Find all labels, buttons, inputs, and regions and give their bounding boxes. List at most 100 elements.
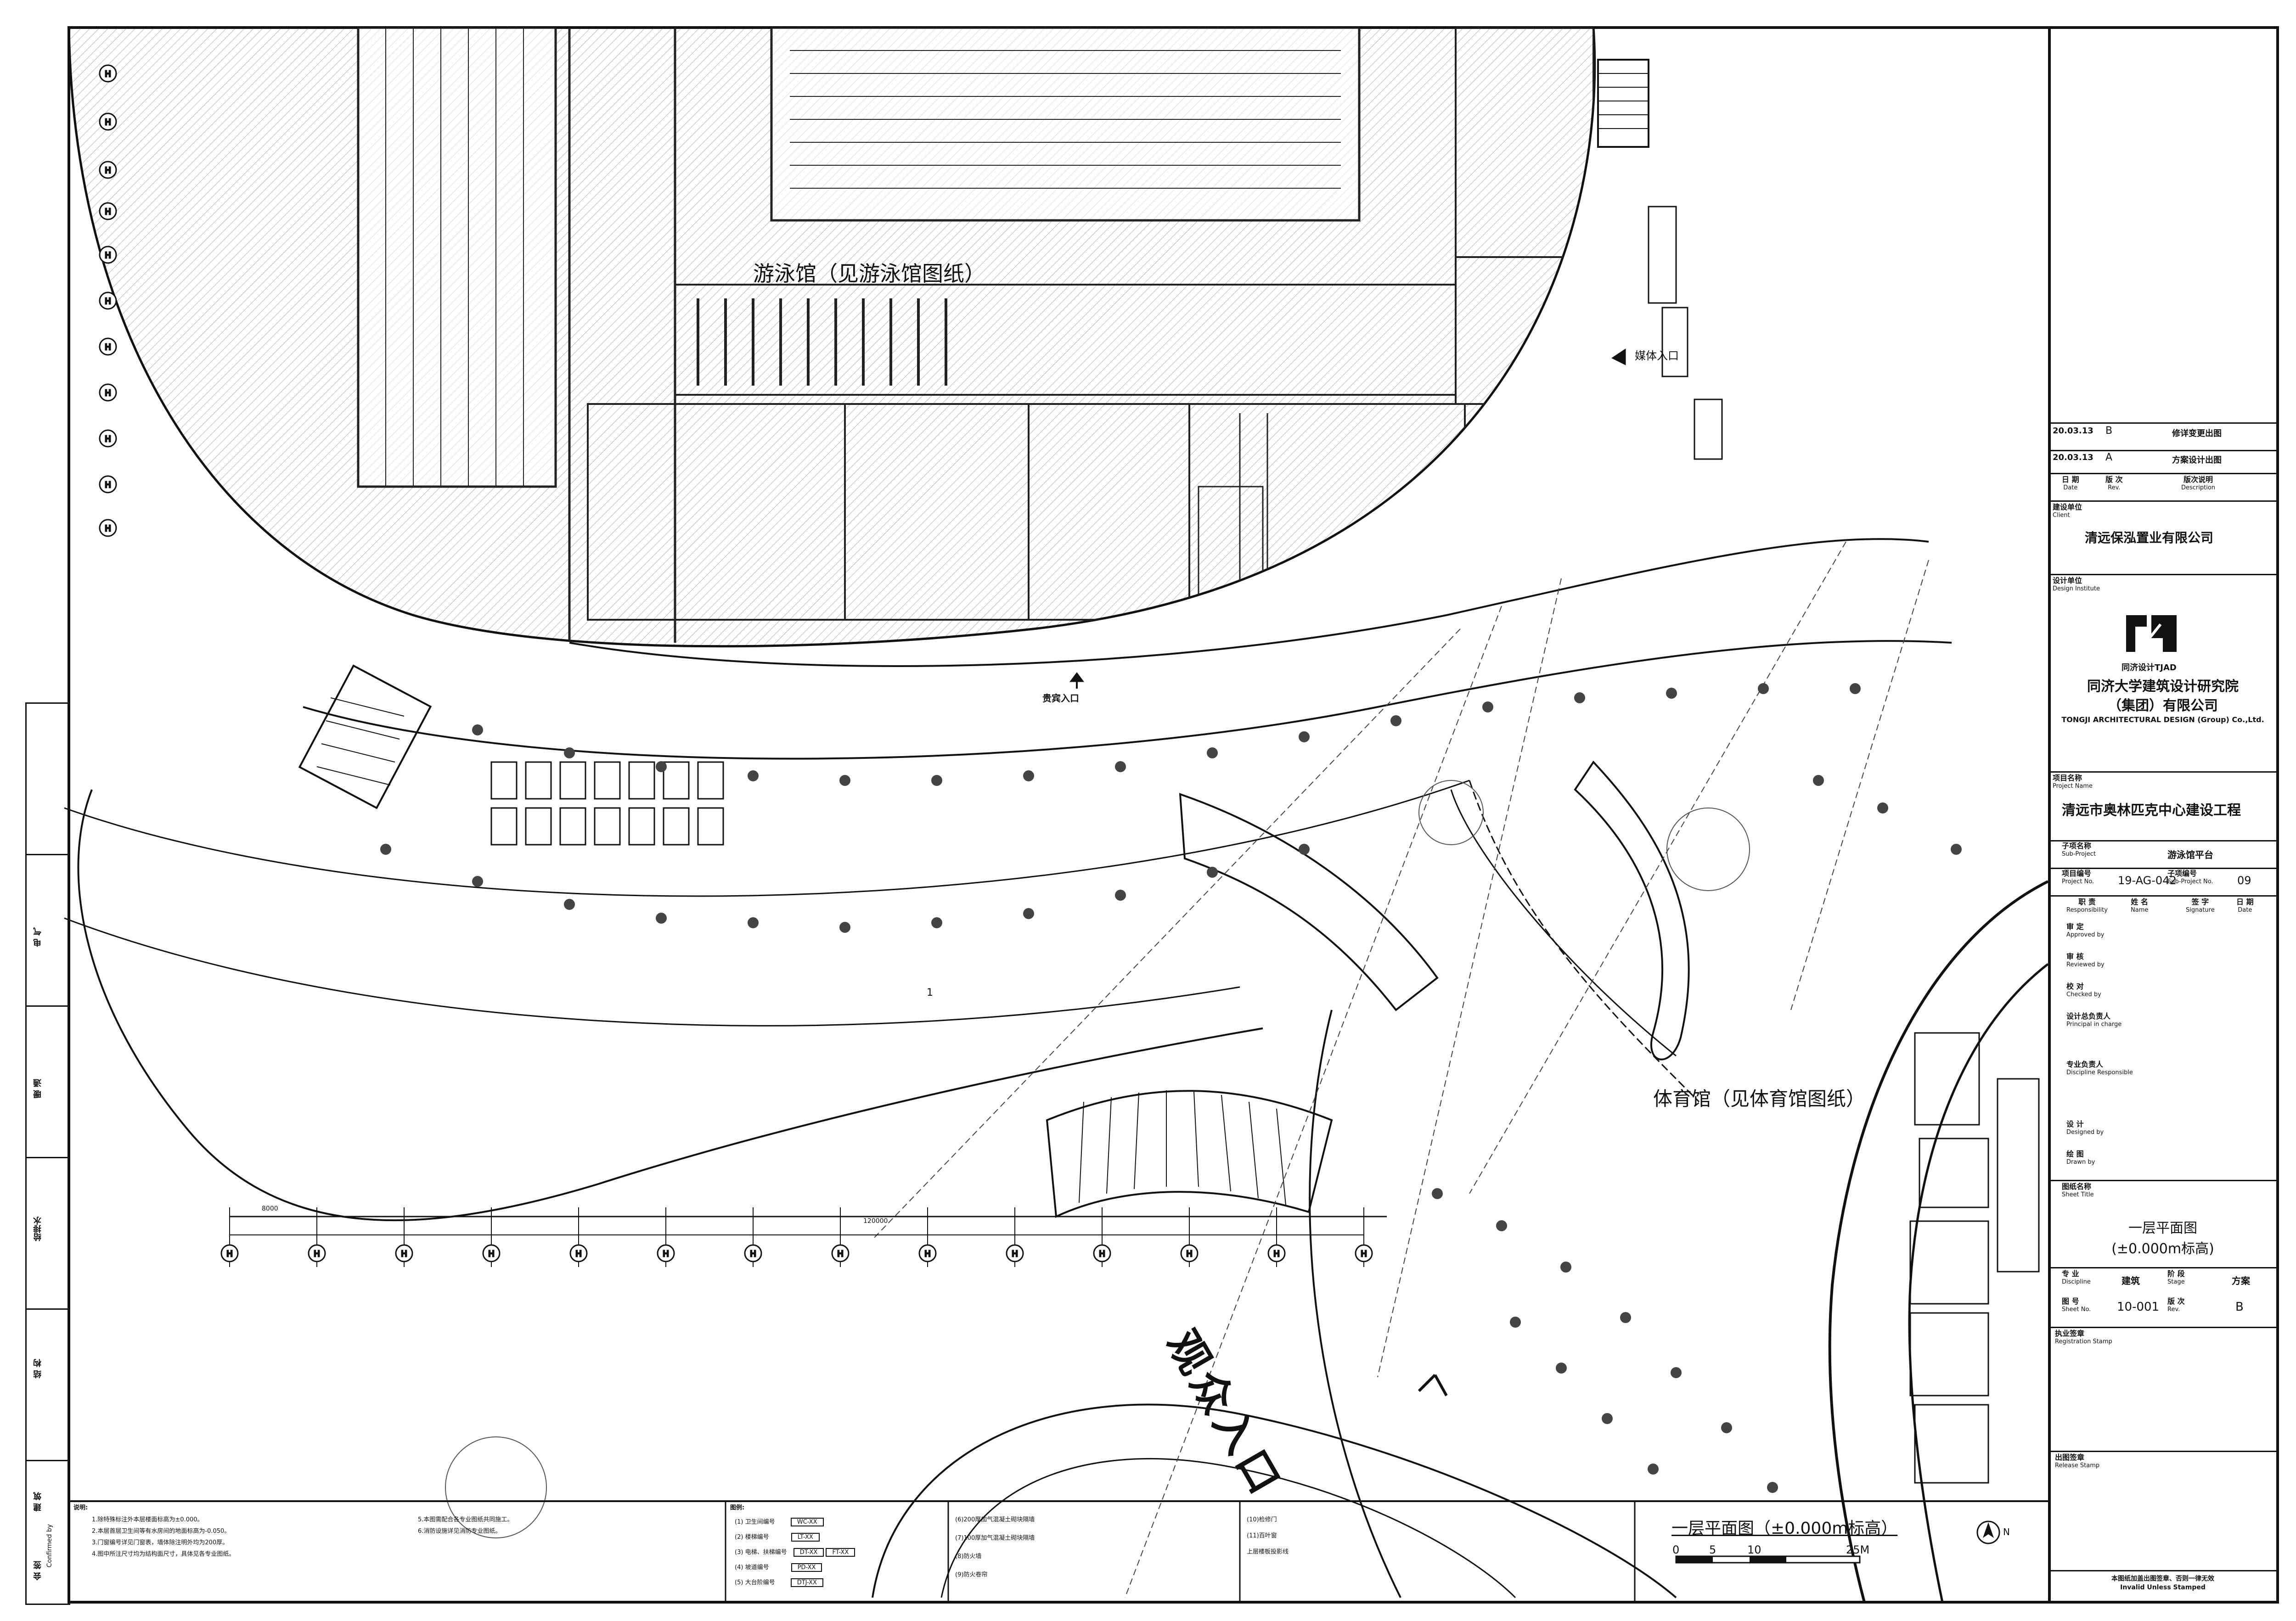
discipline-value: 建筑 — [2122, 1275, 2140, 1286]
tb-divider — [2048, 450, 2278, 451]
grid-axis-label: H — [105, 251, 111, 260]
scale-bar — [1675, 1520, 2000, 1564]
trees — [445, 780, 1750, 1538]
grid-axis-label: H — [105, 524, 111, 533]
tb-divider — [2048, 473, 2278, 474]
signoff-architecture: 建 筑 — [33, 1492, 43, 1512]
radial-lines — [872, 541, 1929, 1598]
grid-axis-label: H — [837, 1249, 844, 1259]
grid-axis-label: H — [924, 1249, 931, 1259]
span-dimension: 8000 — [262, 1205, 278, 1212]
signoff-hvac: 暖 通 — [33, 1079, 43, 1099]
institute-name-2: （集团）有限公司 — [2108, 698, 2218, 714]
legend-row-1: (1) 卫生间编号 WC-XX — [735, 1517, 824, 1527]
notes-frame — [69, 1500, 2048, 1602]
note-3: 3.门窗编号详见门窗表，墙体除注明外均为200厚。 — [92, 1539, 229, 1546]
signoff-electrical: 电 气 — [33, 927, 43, 947]
section-mark: 1 — [927, 987, 933, 998]
gym-building — [1828, 880, 2049, 1603]
signoff-column — [25, 702, 70, 1605]
client-name: 清远保泓置业有限公司 — [2085, 530, 2214, 545]
legend-right-1: (10)检修门 — [1247, 1516, 1277, 1523]
grid-axis-label: H — [1099, 1249, 1105, 1259]
sheet-title-1: 一层平面图 — [2128, 1220, 2197, 1236]
signoff-divider — [25, 1308, 69, 1310]
grid-axis-label: H — [1361, 1249, 1367, 1259]
signoff-divider — [25, 1460, 69, 1461]
signoff-divider — [25, 854, 69, 855]
grid-axis-label: H — [1273, 1249, 1280, 1259]
grid-axis-label: H — [226, 1249, 233, 1259]
grid-axis-label: H — [105, 297, 111, 306]
scale-tick-0: 0 — [1672, 1543, 1680, 1556]
tb-divider — [2048, 895, 2278, 897]
bench-blocks — [490, 206, 1723, 846]
grid-axis-label: H — [105, 207, 111, 217]
sheet-title-2: (±0.000m标高) — [2111, 1241, 2214, 1257]
note-5: 5.本图需配合各专业图纸共同施工。 — [418, 1516, 513, 1523]
project-name: 清远市奥林匹克中心建设工程 — [2062, 802, 2241, 819]
legend-mid-2: (7)100厚加气混凝土砌块隔墙 — [955, 1535, 1035, 1542]
note-6: 6.消防设施详见消防专业图纸。 — [418, 1528, 501, 1535]
invalid-notice-cn: 本图纸加盖出图签章、否则一律无效 — [2111, 1575, 2214, 1582]
tb-divider — [2048, 1327, 2278, 1328]
revision-rev-b: B — [2105, 425, 2113, 437]
north-arrow: N — [2003, 1526, 2010, 1537]
scale-tick-25m: 25M — [1846, 1543, 1870, 1556]
legend-row-4: (4) 坡道编号 PD-XX — [735, 1563, 822, 1573]
entrance-arrows — [1069, 348, 1626, 1397]
tjad-logo-icon — [2122, 608, 2181, 659]
grid-axis-label: H — [1012, 1249, 1018, 1259]
grid-axis-label: H — [488, 1249, 495, 1259]
grid-axis-label: H — [105, 480, 111, 490]
scale-title: 一层平面图（±0.000m标高） — [1671, 1519, 1898, 1538]
gym-hall-label: 体育馆（见体育馆图纸） — [1653, 1088, 1866, 1110]
grid-axis-label: H — [105, 166, 111, 175]
tb-divider — [2048, 1451, 2278, 1452]
revision-rev-a: A — [2105, 452, 2113, 463]
grid-axis-label: H — [575, 1249, 582, 1259]
legend-row-2: (2) 楼梯编号 LT-XX — [735, 1532, 820, 1542]
legend-heading: 图例: — [730, 1504, 745, 1511]
notes-heading: 说明: — [73, 1504, 88, 1511]
swimming-hall-footprint — [68, 26, 1596, 648]
tb-divider — [2048, 574, 2278, 575]
scale-tick-5: 5 — [1709, 1543, 1716, 1556]
title-block — [2048, 28, 2280, 1602]
logo-caption: 同济设计TJAD — [2122, 663, 2177, 673]
grid-axis-label: H — [750, 1249, 756, 1259]
invalid-notice-en: Invalid Unless Stamped — [2120, 1584, 2206, 1591]
sheet-no: 10-001 — [2117, 1300, 2160, 1314]
note-4: 4.图中所注尺寸均为结构面尺寸，具体见各专业图纸。 — [92, 1551, 235, 1558]
tb-divider — [2048, 868, 2278, 869]
grid-axis-label: H — [1186, 1249, 1193, 1259]
legend-right-3: 上层楼板投影线 — [1247, 1548, 1289, 1555]
tb-divider — [2048, 1570, 2278, 1571]
columns — [380, 683, 1962, 1493]
note-2: 2.本层首层卫生间等有水房间的地面标高为-0.050。 — [92, 1528, 231, 1535]
vip-entrance-label: 贵宾入口 — [1042, 693, 1079, 704]
